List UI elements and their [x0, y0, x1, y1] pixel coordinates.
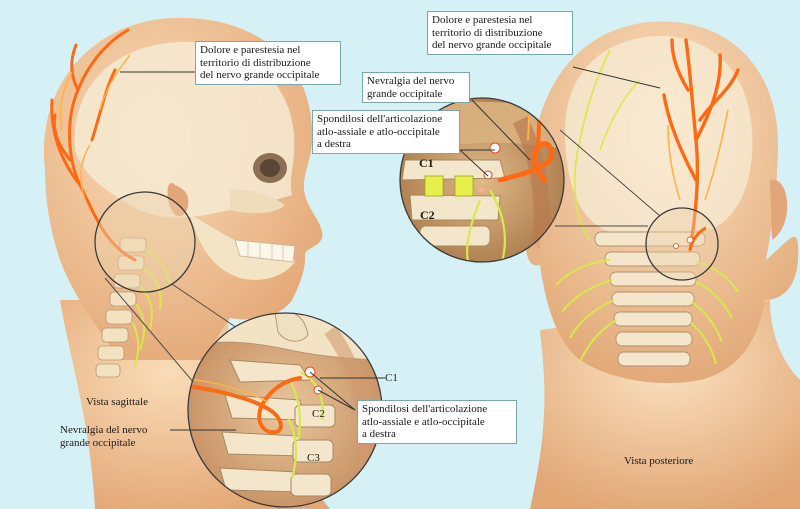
right-view-caption: Vista posteriore — [624, 455, 694, 467]
right-inset-nerve — [497, 141, 555, 183]
left-inset-c3-label: C3 — [307, 452, 320, 464]
left-inset-c2-label: C2 — [312, 408, 325, 420]
left-inset-c1-label: C1 — [385, 372, 398, 384]
left-occipital-nerve — [50, 28, 137, 262]
left-inset-nerve — [188, 376, 302, 435]
right-head — [525, 21, 800, 509]
left-neuralgia-label: Nevralgia del nervo grande occipitale — [60, 424, 148, 449]
left-head-pain-label: Dolore e parestesia nel territorio di di… — [195, 41, 341, 85]
right-inset-c2-label: C2 — [420, 208, 435, 222]
left-neck-magnifier — [94, 191, 241, 391]
right-inset-c1-label: C1 — [419, 156, 434, 170]
right-inset-neuralgia-label: Nevralgia del nervo grande occipitale — [362, 72, 470, 103]
left-inset-spondylosis-label: Spondilosi dell'articolazione atlo-assia… — [357, 400, 517, 444]
right-inset-spondylosis-label: Spondilosi dell'articolazione atlo-assia… — [312, 110, 460, 154]
left-view-caption: Vista sagittale — [86, 396, 148, 408]
right-head-pain-label: Dolore e parestesia nel territorio di di… — [427, 11, 573, 55]
right-occipital-nerve — [662, 38, 740, 252]
